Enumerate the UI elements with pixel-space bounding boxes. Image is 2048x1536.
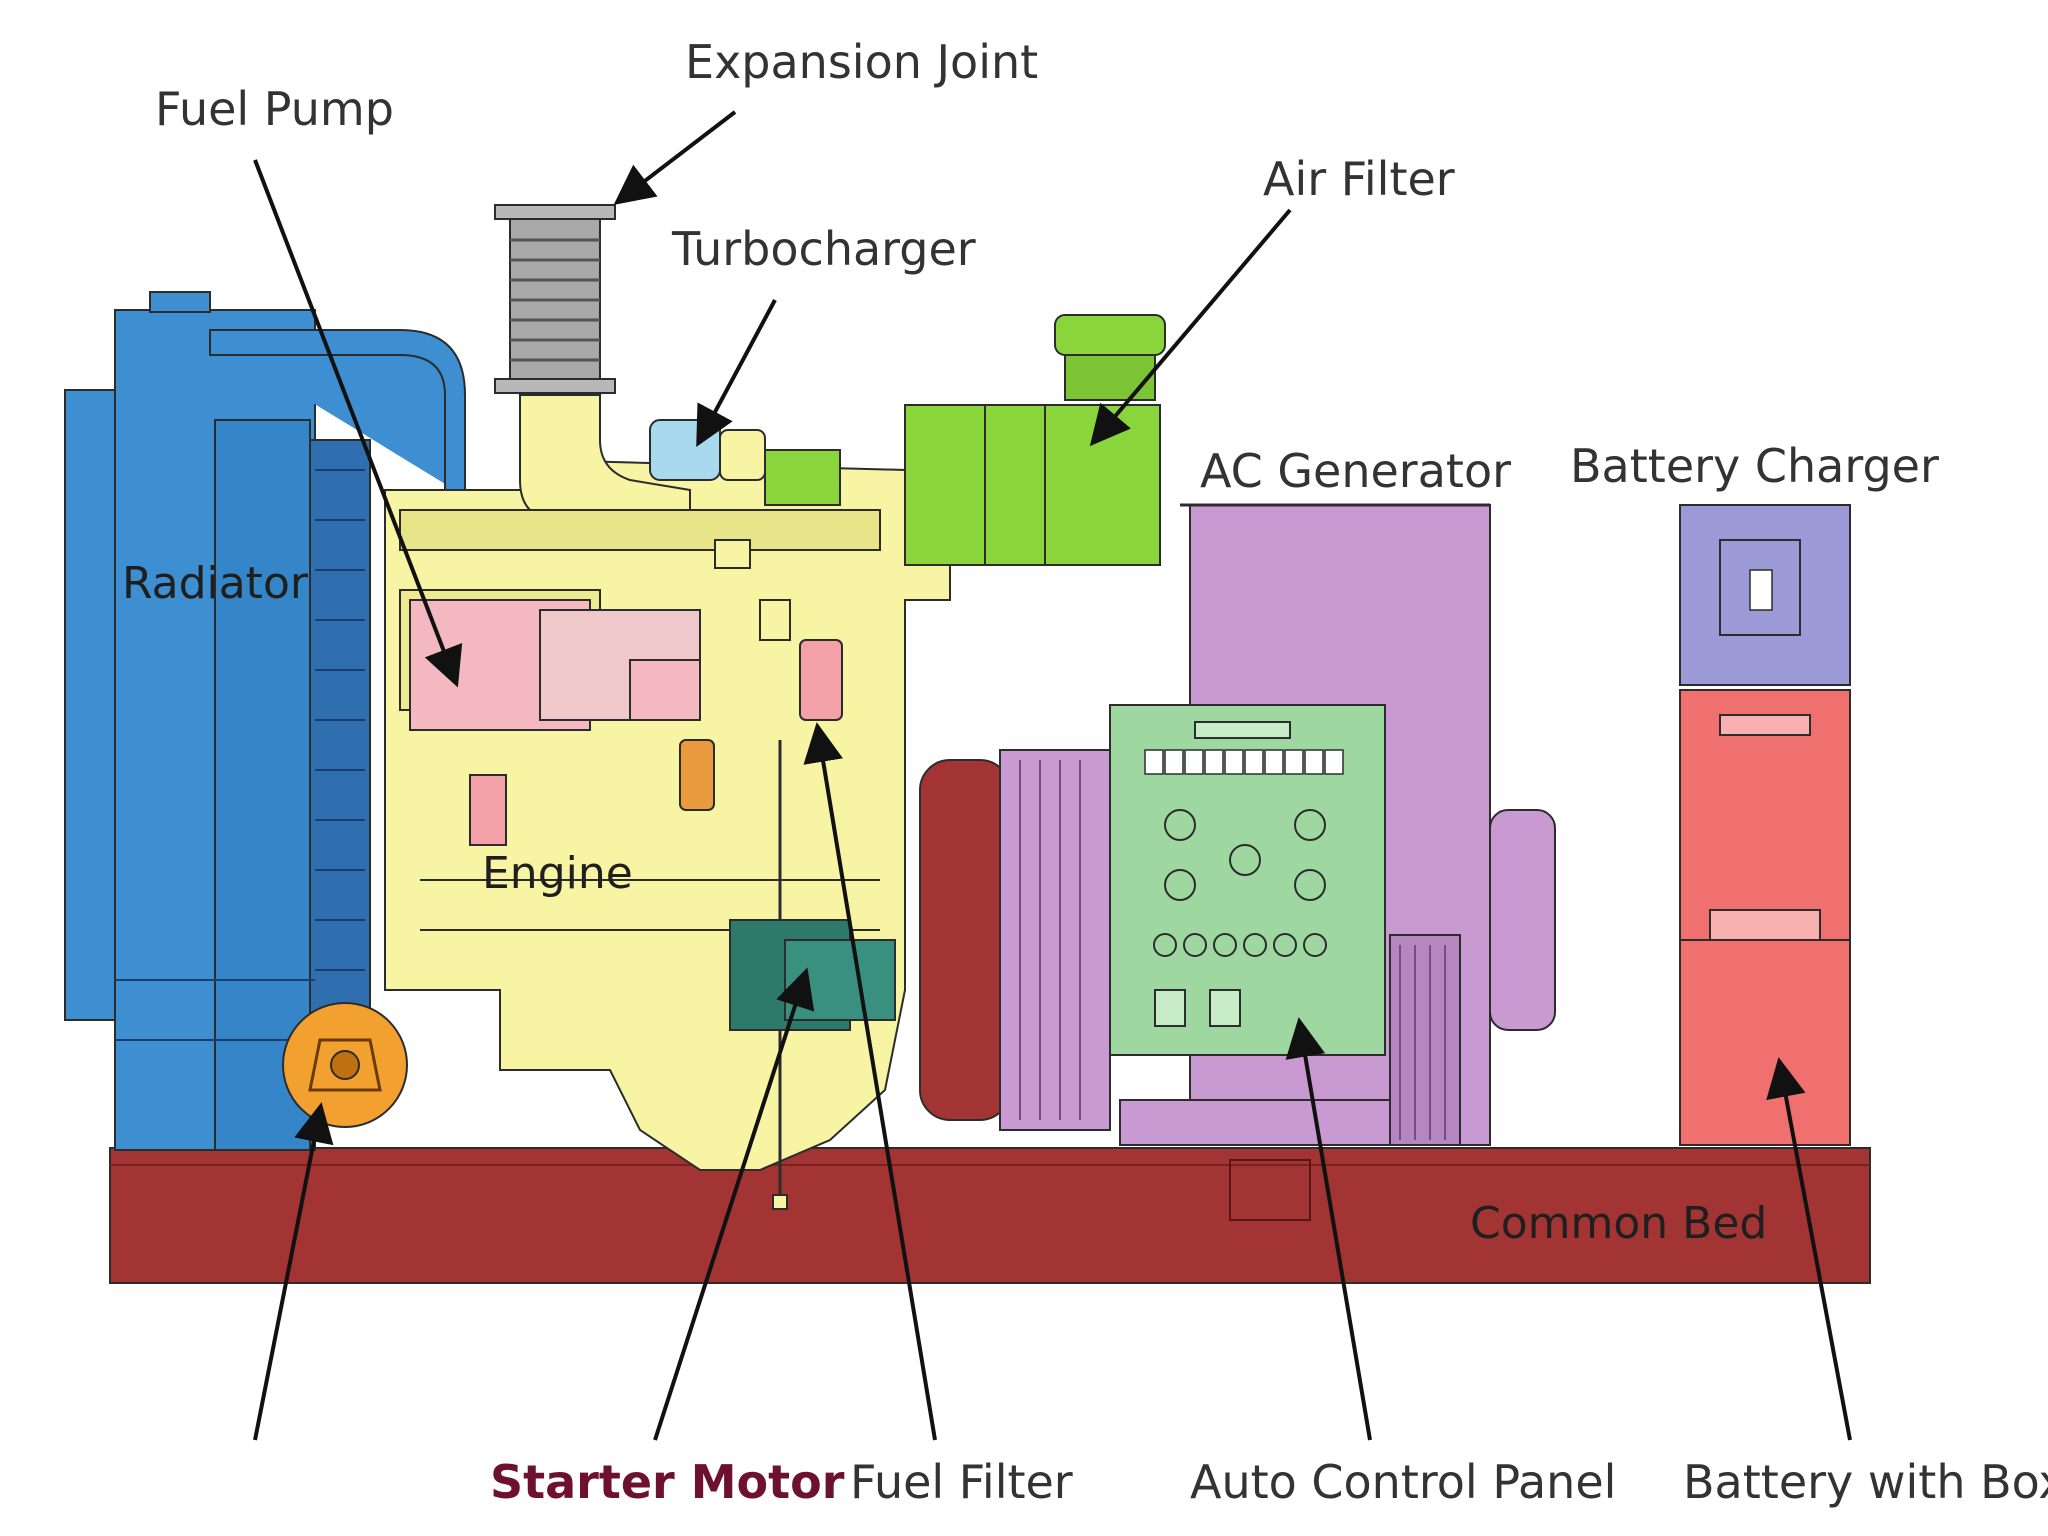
leader-turbocharger xyxy=(696,299,777,448)
label-radiator: Radiator xyxy=(122,558,309,609)
battery-charger xyxy=(1679,504,1851,686)
leader-fuel-filter xyxy=(803,722,937,1441)
radiator xyxy=(64,291,466,1151)
label-battery-charger: Battery Charger xyxy=(1570,439,1939,493)
air-filter xyxy=(904,314,1166,566)
label-air-filter: Air Filter xyxy=(1263,152,1455,206)
common-bed xyxy=(109,1147,1871,1284)
label-ac-generator: AC Generator xyxy=(1200,444,1511,498)
leader-starter-motor xyxy=(653,967,815,1441)
label-auto-control-panel: Auto Control Panel xyxy=(1190,1455,1616,1509)
label-turbocharger: Turbocharger xyxy=(671,222,976,276)
leader-expansion-joint xyxy=(613,110,737,205)
labels: Expansion Joint Fuel Pump Turbocharger A… xyxy=(122,35,2048,1509)
auto-control-panel xyxy=(1109,704,1386,1056)
expansion-joint xyxy=(494,204,616,394)
leader-battery-with-box xyxy=(1766,1057,1852,1441)
label-battery-with-box: Battery with Box xyxy=(1683,1455,2048,1509)
leader-starter-fan xyxy=(253,1102,334,1441)
label-fuel-filter: Fuel Filter xyxy=(850,1455,1073,1509)
fuel-pump xyxy=(409,599,701,731)
leader-auto-control-panel xyxy=(1285,1017,1372,1441)
label-engine: Engine xyxy=(482,848,633,899)
fuel-filter xyxy=(799,639,843,721)
engine xyxy=(384,394,951,1210)
leader-lines xyxy=(253,110,1852,1441)
flywheel-housing xyxy=(919,749,1111,1131)
fan-pulley xyxy=(282,1002,408,1128)
label-fuel-pump: Fuel Pump xyxy=(155,82,394,136)
label-common-bed: Common Bed xyxy=(1470,1198,1767,1249)
label-starter-motor: Starter Motor xyxy=(490,1455,845,1509)
leader-air-filter xyxy=(1089,208,1292,447)
battery-with-box xyxy=(1679,689,1851,1146)
leader-fuel-pump xyxy=(253,159,463,688)
label-expansion-joint: Expansion Joint xyxy=(685,35,1038,89)
